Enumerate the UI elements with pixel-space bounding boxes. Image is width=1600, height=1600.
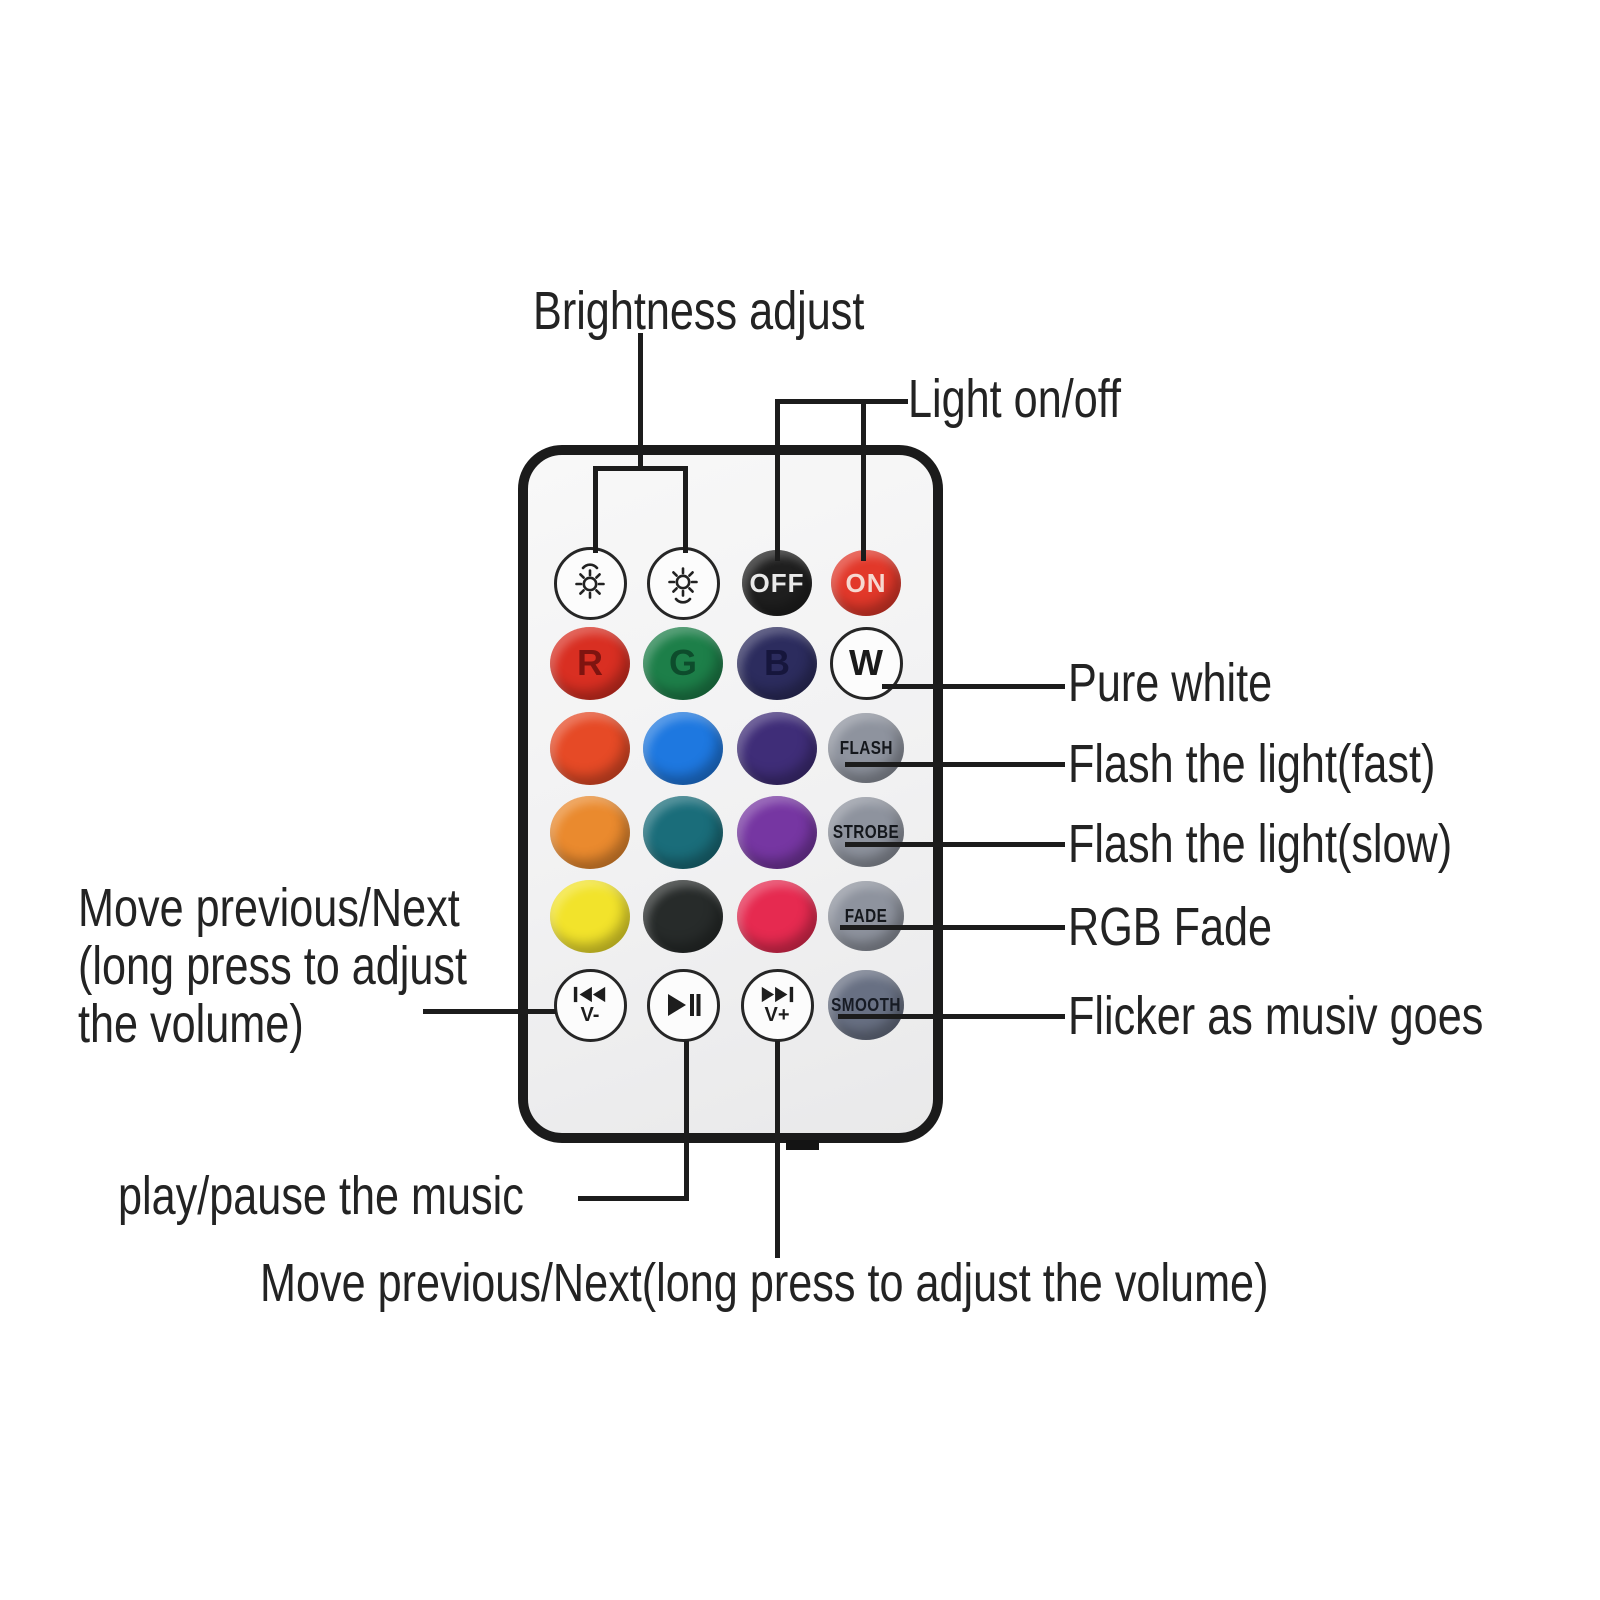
red-button[interactable]: R	[550, 626, 630, 700]
flash-button[interactable]: FLASH	[828, 713, 904, 783]
label-rgb-fade: RGB Fade	[1068, 897, 1273, 957]
fade-button-label: FADE	[844, 906, 888, 926]
white-button-label: W	[849, 642, 883, 683]
label-flash-slow: Flash the light(slow)	[1068, 814, 1453, 874]
volume-up-button-label: V+	[764, 1004, 790, 1026]
leader-strobe	[845, 842, 1065, 847]
label-pure-white: Pure white	[1068, 653, 1273, 713]
leader-volume-down	[423, 1009, 556, 1014]
red-orange-button[interactable]	[550, 711, 630, 785]
label-move-previous-side: Move previous/Next (long press to adjust…	[78, 878, 468, 1054]
volume-down-button-label: V-	[580, 1004, 600, 1026]
label-brightness-adjust: Brightness adjust	[533, 281, 865, 341]
label-play-pause-music: play/pause the music	[118, 1166, 524, 1226]
label-flicker-music: Flicker as musiv goes	[1068, 986, 1484, 1046]
leader-lightonoff-bar	[775, 399, 908, 404]
leader-on-drop	[861, 399, 866, 561]
brightness-bright-icon	[668, 567, 698, 604]
next-track-icon	[761, 986, 794, 1003]
teal-button[interactable]	[643, 795, 723, 869]
blue-button-label: B	[764, 642, 790, 683]
leader-brightness-drop-left	[593, 466, 598, 553]
smooth-button[interactable]: SMOOTH	[828, 970, 904, 1040]
strobe-button-label: STROBE	[832, 822, 900, 842]
play-pause-button[interactable]	[646, 968, 720, 1042]
label-move-previous-bottom: Move previous/Next(long press to adjust …	[260, 1253, 1269, 1313]
play-pause-icon	[668, 994, 701, 1016]
volume-down-button[interactable]: V-	[553, 968, 627, 1042]
leader-off-drop	[775, 399, 780, 561]
leader-playpause-stem	[684, 1041, 689, 1201]
bright-blue-button[interactable]	[643, 711, 723, 785]
strobe-button[interactable]: STROBE	[828, 797, 904, 867]
label-move-previous-side-line3: the volume)	[78, 993, 304, 1054]
leader-playpause-bar	[578, 1196, 689, 1201]
previous-track-icon	[573, 986, 606, 1003]
leader-pure-white	[882, 684, 1065, 689]
light-off-button-label: OFF	[749, 568, 805, 598]
dark-violet-button[interactable]	[737, 711, 817, 785]
orange-button[interactable]	[550, 795, 630, 869]
leader-brightness-drop-right	[683, 466, 688, 553]
label-move-previous-side-line2: (long press to adjust	[78, 935, 468, 996]
charcoal-button[interactable]	[643, 879, 723, 953]
light-on-button-label: ON	[845, 568, 887, 598]
fade-button[interactable]: FADE	[828, 881, 904, 951]
light-on-button[interactable]: ON	[831, 550, 901, 616]
brightness-up-button[interactable]	[646, 546, 720, 620]
brightness-dim-icon	[575, 563, 605, 599]
label-move-previous-side-line1: Move previous/Next	[78, 878, 460, 938]
leader-smooth	[838, 1014, 1065, 1019]
remote-notch	[786, 1140, 819, 1150]
flash-button-label: FLASH	[839, 738, 893, 758]
leader-fade	[840, 925, 1065, 930]
yellow-button[interactable]	[550, 879, 630, 953]
green-button-label: G	[668, 642, 697, 683]
leader-flash	[845, 762, 1065, 767]
leader-volume-up-stem	[775, 1041, 780, 1258]
light-off-button[interactable]: OFF	[742, 550, 812, 616]
purple-button[interactable]	[737, 795, 817, 869]
label-flash-fast: Flash the light(fast)	[1068, 734, 1436, 794]
leader-brightness-stem	[638, 333, 643, 470]
green-button[interactable]: G	[643, 626, 723, 700]
brightness-down-button[interactable]	[553, 546, 627, 620]
volume-up-button[interactable]: V+	[740, 968, 814, 1042]
blue-button[interactable]: B	[737, 626, 817, 700]
red-button-label: R	[577, 642, 603, 683]
smooth-button-label: SMOOTH	[831, 995, 901, 1015]
crimson-button[interactable]	[737, 879, 817, 953]
label-light-on-off: Light on/off	[908, 369, 1121, 429]
leader-brightness-bar	[593, 466, 688, 471]
